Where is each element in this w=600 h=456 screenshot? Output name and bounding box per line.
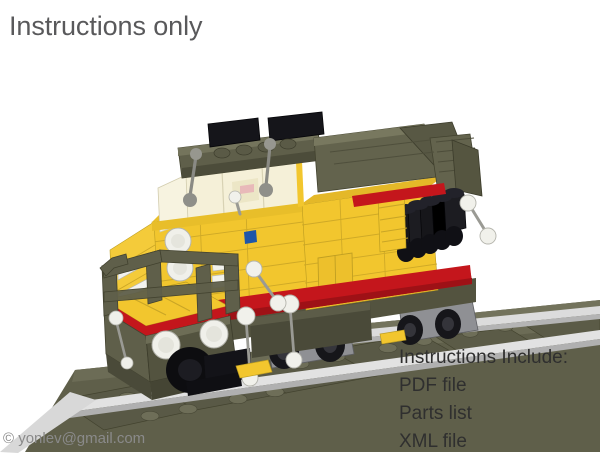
locomotive-roof bbox=[177, 111, 483, 207]
rear-ladder bbox=[377, 191, 409, 253]
instructions-include-item-xml: XML file bbox=[399, 431, 467, 452]
locomotive-scene bbox=[0, 111, 600, 453]
page-title: Instructions only bbox=[9, 11, 203, 41]
track-yellow-marker bbox=[235, 329, 407, 379]
instructions-include-item-parts-list: Parts list bbox=[399, 403, 472, 424]
front-handrail bbox=[99, 249, 241, 323]
rear-exhaust-stacks bbox=[395, 188, 467, 262]
instructions-include-block: Instructions Include: PDF file Parts lis… bbox=[399, 344, 568, 456]
instructions-include-item-pdf: PDF file bbox=[399, 375, 467, 396]
copyright-notice: © yonlev@gmail.com bbox=[3, 430, 146, 447]
instructions-include-heading: Instructions Include: bbox=[399, 347, 568, 368]
locomotive-cab bbox=[152, 159, 304, 233]
handrail-posts bbox=[108, 190, 497, 387]
